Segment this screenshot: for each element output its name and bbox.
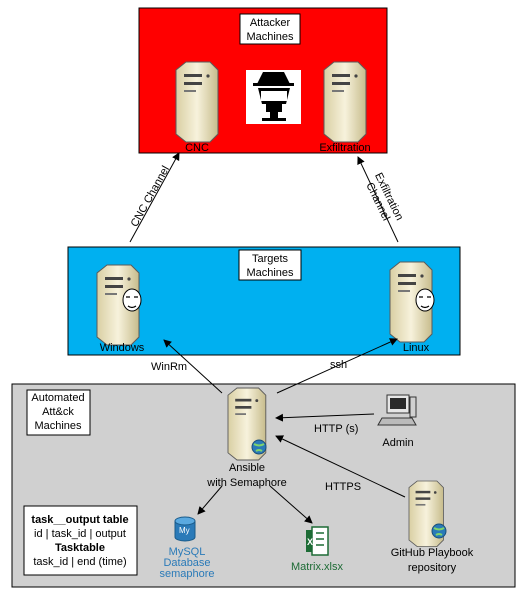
cnc-label: CNC <box>185 142 209 154</box>
excel-label: Matrix.xlsx <box>291 561 343 573</box>
http-label: HTTP (s) <box>314 423 358 435</box>
windows-anonymous-mask-icon <box>122 288 142 312</box>
mysql-label-3: semaphore <box>159 568 214 580</box>
note-line-2: id | task_id | output <box>34 528 126 540</box>
automated-title-2: Att&ck <box>42 406 74 418</box>
linux-anonymous-mask-icon <box>415 288 435 312</box>
windows-label: Windows <box>100 342 145 354</box>
ssh-label: ssh <box>330 359 347 371</box>
winrm-label: WinRm <box>151 361 187 373</box>
admin-computer-icon <box>377 394 417 426</box>
github-label-1: GitHub Playbook <box>391 547 474 559</box>
targets-title-1: Targets <box>252 253 289 265</box>
svg-text:My: My <box>179 526 190 535</box>
db-tables-note: task__output table id | task_id | output… <box>23 505 138 576</box>
hacker-icon <box>246 70 301 124</box>
https-label: HTTPS <box>325 481 361 493</box>
github-label-2: repository <box>408 562 457 574</box>
excel-file-icon: X <box>306 526 329 556</box>
ssh-arrow <box>276 338 398 394</box>
github-globe-icon <box>431 523 447 539</box>
https-arrow <box>275 435 406 498</box>
ansible-to-mysql-arrow <box>197 485 223 515</box>
mysql-database-icon: My <box>174 516 196 542</box>
automated-attck-group: Automated Att&ck Machines Ansible with S… <box>11 383 516 588</box>
admin-label: Admin <box>382 437 413 449</box>
automated-title-1: Automated <box>31 392 84 404</box>
cnc-server-icon <box>175 61 219 143</box>
mysql-label-1: MySQL <box>169 546 206 558</box>
note-line-3: Tasktable <box>55 542 105 554</box>
ansible-label-2: with Semaphore <box>206 477 287 489</box>
attacker-machines-group: Attacker Machines CNC Exfiltration <box>138 7 388 154</box>
exfiltration-server-icon <box>323 61 367 143</box>
http-arrow <box>275 413 375 422</box>
winrm-arrow <box>163 339 223 394</box>
cnc-channel-label: CNC Channel <box>129 164 172 229</box>
linux-label: Linux <box>403 342 430 354</box>
mysql-label-2: Database <box>163 557 210 569</box>
svg-text:X: X <box>307 537 313 547</box>
targets-title-2: Machines <box>246 267 294 279</box>
automated-title-3: Machines <box>34 420 82 432</box>
note-line-1: task__output table <box>31 514 128 526</box>
note-line-4: task_id | end (time) <box>33 556 126 568</box>
ansible-globe-icon <box>251 439 267 455</box>
cnc-channel-arrow <box>129 152 180 243</box>
ansible-label-1: Ansible <box>229 462 265 474</box>
ansible-to-excel-arrow <box>269 485 313 524</box>
exfiltration-label: Exfiltration <box>319 142 370 154</box>
attacker-title-1: Attacker <box>250 17 291 29</box>
targets-machines-group: Targets Machines Windows Linux <box>67 246 461 356</box>
exfiltration-channel-arrow <box>357 156 399 243</box>
attacker-title-2: Machines <box>246 31 294 43</box>
